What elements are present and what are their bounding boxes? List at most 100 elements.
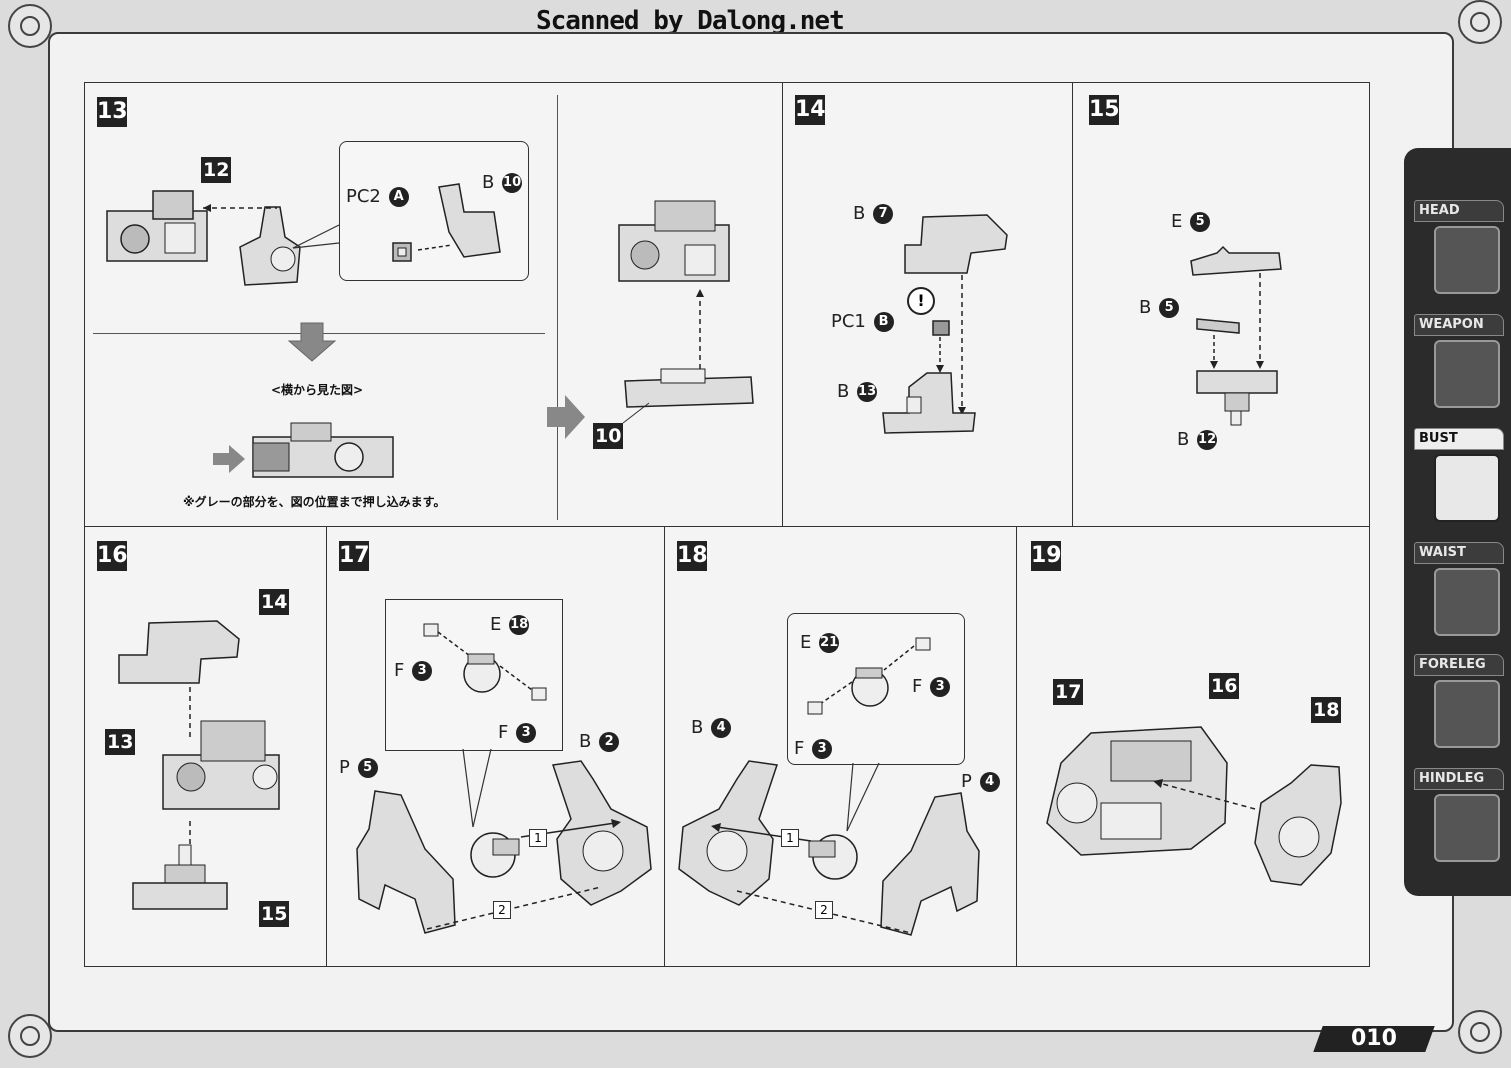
- step-number: 19: [1031, 541, 1062, 571]
- part-code-badge: 4: [979, 772, 1000, 792]
- f3-label-lower: F 3: [498, 722, 537, 743]
- part-code-badge: 10: [502, 173, 523, 193]
- dashed-down-arrow: [1210, 335, 1218, 369]
- sequence-marker-2: 2: [493, 901, 511, 919]
- runner-letter: P: [339, 757, 350, 778]
- section-nav-sidebar: HEAD WEAPON BUST WAIST FORELEG HINDLEG: [1404, 148, 1511, 896]
- joint-assembly-drawing: [808, 834, 858, 880]
- part-code-badge: A: [388, 187, 409, 207]
- nav-tab-label: HEAD: [1414, 200, 1504, 222]
- runner-letter: F: [912, 676, 923, 697]
- weapon-part-icon: [1434, 340, 1500, 408]
- nav-tab-label: WEAPON: [1414, 314, 1504, 336]
- ref-badge-12: 12: [201, 157, 232, 183]
- runner-letter: F: [794, 738, 805, 759]
- step-number: 18: [677, 541, 708, 571]
- b7-label: B 7: [853, 203, 894, 224]
- f3-label-right: F 3: [912, 676, 951, 697]
- callout-pointer: [462, 748, 492, 828]
- nav-tab-label: WAIST: [1414, 542, 1504, 564]
- part-12-drawing: [106, 190, 208, 262]
- callout-pointer: [292, 224, 340, 249]
- leader-line: [622, 402, 650, 424]
- step-13-assembly-drawing: [162, 720, 280, 810]
- runner-letter: E: [490, 614, 502, 635]
- p4-label: P 4: [961, 771, 1000, 792]
- b2-label: B 2: [579, 731, 620, 752]
- step-14-assembly-drawing: [118, 620, 240, 684]
- p5-armor-drawing: [356, 790, 456, 934]
- b4-label: B 4: [691, 717, 732, 738]
- part-code-badge: 13: [857, 382, 878, 402]
- ref-badge-15: 15: [259, 901, 290, 927]
- nav-tab-foreleg[interactable]: FORELEG: [1414, 654, 1504, 748]
- part-code-badge: 5: [1159, 298, 1180, 318]
- nav-tab-head[interactable]: HEAD: [1414, 200, 1504, 294]
- runner-letter: E: [800, 632, 812, 653]
- part-code-badge: B: [873, 312, 894, 332]
- nav-tab-weapon[interactable]: WEAPON: [1414, 314, 1504, 408]
- nav-tab-waist[interactable]: WAIST: [1414, 542, 1504, 636]
- part-arm-drawing: [239, 206, 301, 286]
- b7-part-drawing: [904, 214, 1008, 274]
- step-18-panel: 18 E 21 F 3 F 3: [664, 526, 1018, 967]
- runner-letter: B: [853, 203, 866, 224]
- corner-emblem-icon: [1458, 0, 1502, 44]
- ref-badge-13: 13: [105, 729, 136, 755]
- e21-label: E 21: [800, 632, 840, 653]
- dashed-connector: [189, 821, 191, 849]
- part-code-badge: 5: [1190, 212, 1211, 232]
- part-code-badge: 7: [873, 204, 894, 224]
- part-code-badge: 3: [930, 677, 951, 697]
- sequence-marker-1: 1: [781, 829, 799, 847]
- dashed-insert-arrow: [203, 204, 277, 212]
- assembly-note: ※グレーの部分を、図の位置まで押し込みます。: [183, 495, 446, 509]
- step-number: 15: [1089, 95, 1120, 125]
- part-code-badge: 3: [516, 723, 537, 743]
- f3-label-upper: F 3: [394, 660, 433, 681]
- dashed-arrow-step-2: [736, 890, 912, 934]
- pc2-cap-drawing: [392, 242, 412, 262]
- detail-callout-box: E 18 F 3 F 3: [385, 599, 563, 751]
- callout-pointer: [846, 762, 880, 832]
- joint-parts-drawing: [423, 623, 547, 701]
- dashed-down-arrow: [958, 275, 966, 415]
- part-code-badge: 18: [509, 615, 530, 635]
- step-16-panel: 16 14 13 15: [84, 526, 328, 967]
- runner-letter: B: [579, 731, 592, 752]
- runner-letter: P: [961, 771, 972, 792]
- dashed-down-arrow: [936, 337, 944, 373]
- runner-letter: F: [394, 660, 405, 681]
- dashed-insert-arrow: [1153, 779, 1256, 810]
- panel-divider: [557, 95, 558, 520]
- caution-icon: !: [907, 287, 935, 315]
- step-number: 14: [795, 95, 826, 125]
- bust-assembly-drawing: [1046, 726, 1228, 856]
- nav-tab-label: FORELEG: [1414, 654, 1504, 676]
- joint-assembly-drawing: [470, 832, 520, 878]
- part-code-badge: 3: [812, 739, 833, 759]
- nav-tab-bust[interactable]: BUST: [1414, 428, 1504, 522]
- right-arrow-icon: [213, 445, 245, 473]
- step-15-assembly-drawing: [132, 844, 228, 910]
- p5-label: P 5: [339, 757, 378, 778]
- b12-label: B 12: [1177, 429, 1218, 450]
- step-15-panel: 15 E 5 B 5 B 12: [1072, 82, 1370, 527]
- ref-badge-18: 18: [1311, 697, 1342, 723]
- nav-tab-label: HINDLEG: [1414, 768, 1504, 790]
- e5-label: E 5: [1171, 211, 1211, 232]
- runner-letter: B: [482, 172, 495, 193]
- ref-badge-10: 10: [593, 423, 624, 449]
- b13-label: B 13: [837, 381, 878, 402]
- step-13-panel: 13 12 PC2 A B 10: [84, 82, 784, 527]
- corner-emblem-icon: [8, 1014, 52, 1058]
- b10-part-drawing: [438, 183, 501, 258]
- runner-letter: E: [1171, 211, 1183, 232]
- dashed-insert-arrow: [417, 244, 453, 251]
- part-code-badge: 4: [711, 718, 732, 738]
- foreleg-part-icon: [1434, 680, 1500, 748]
- nav-tab-label: BUST: [1414, 428, 1504, 450]
- e18-label: E 18: [490, 614, 530, 635]
- nav-tab-hindleg[interactable]: HINDLEG: [1414, 768, 1504, 862]
- dashed-down-arrow: [1256, 273, 1264, 369]
